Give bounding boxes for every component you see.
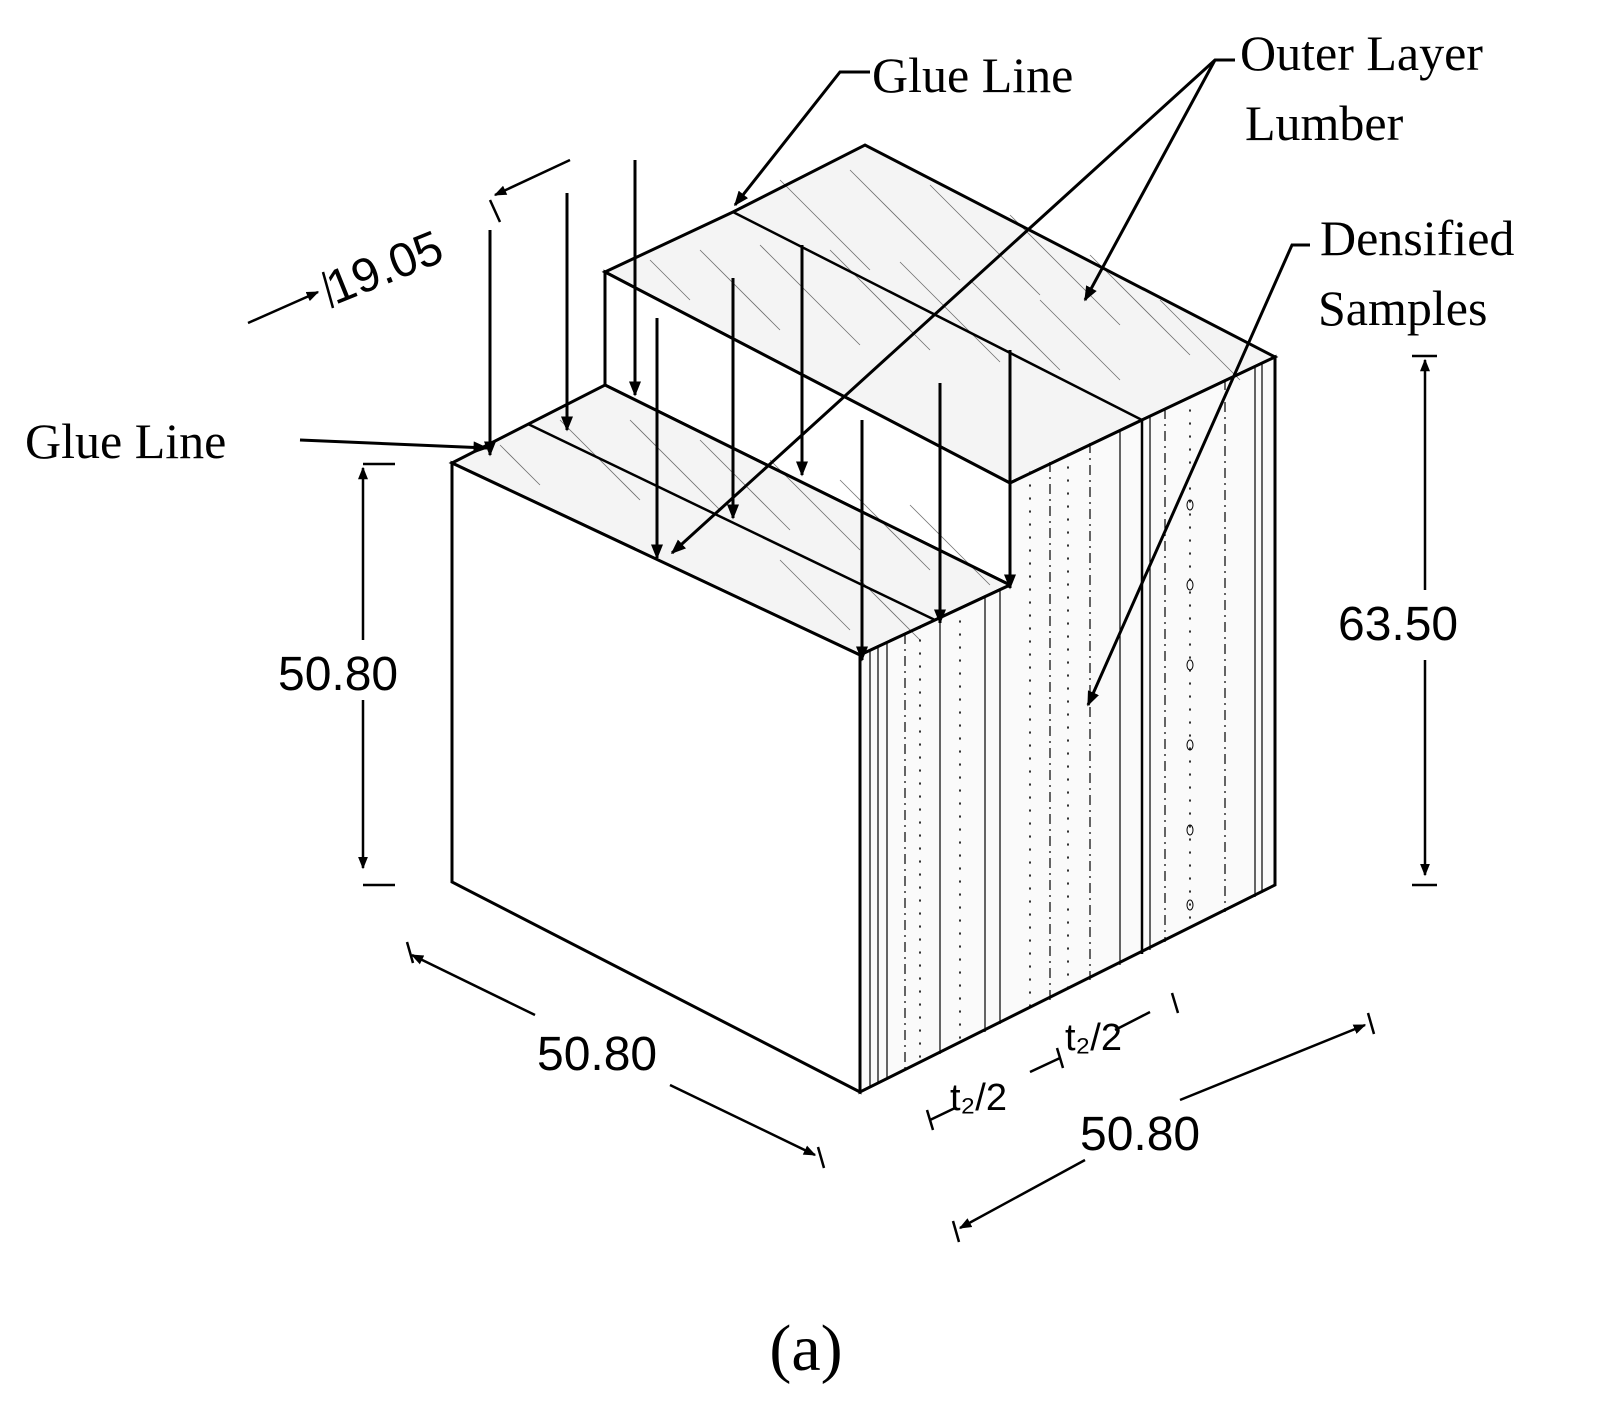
glue-line-left-label: Glue Line [25,413,226,469]
label-leaders [299,58,1310,707]
outer-layer-label-line1: Outer Layer [1240,25,1483,81]
right-face-layers [869,363,1263,1088]
dim-height-left: 50.80 [278,648,398,701]
dimension-lines [247,158,1437,1243]
dim-length-right: 50.80 [1080,1108,1200,1161]
dim-half-thickness-2: t₂/2 [1065,1017,1122,1059]
outer-layer-label-line2: Lumber [1245,95,1404,151]
dim-length-left: 50.80 [537,1028,657,1081]
glue-line-top-label: Glue Line [872,47,1073,103]
right-face-pores [1186,499,1194,911]
load-arrows [484,160,1016,662]
top-grain-hatching [499,169,1241,641]
densified-label-line2: Samples [1318,280,1487,336]
densified-label-line1: Densified [1320,210,1514,266]
dim-width-top: 19.05 [319,221,450,315]
figure-caption: (a) [769,1312,842,1385]
dim-height-right: 63.50 [1338,598,1458,651]
dim-half-thickness-1: t₂/2 [950,1077,1007,1119]
